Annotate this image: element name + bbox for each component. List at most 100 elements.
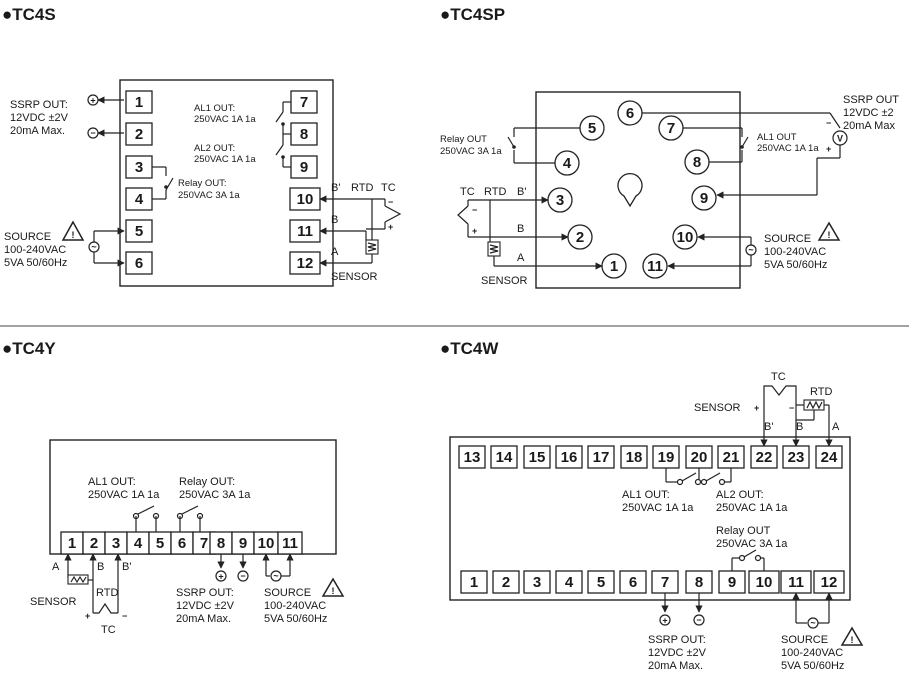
tc4w-terminal-box-6 [619,570,647,594]
tc4w-terminal-box-3 [523,570,551,594]
tc4w-terminal-23: 23 [788,449,805,466]
tc4sp-terminal-7: 7 [667,120,675,137]
tc4y-sensor-label: SENSOR [30,596,77,608]
tc4s-terminal-6: 6 [135,255,143,272]
tc4sp-relay-label: Relay OUT [440,134,487,145]
tc4w-source-power: 5VA 50/60Hz [781,660,844,672]
tc4sp-source-power: 5VA 50/60Hz [764,259,827,271]
tc4y-terminal-9: 9 [239,535,247,552]
tc4w-title: ●TC4W [440,339,499,358]
tc4sp-ssrp-plus: + [826,144,831,154]
tc4s-terminal-box-2 [125,122,153,146]
tc4s-tc-label: TC [381,182,396,194]
tc4w-warning-icon [840,626,864,646]
tc4s-terminal-2: 2 [135,126,143,143]
tc4w-minus-icon [693,614,705,626]
tc4y-relay-rating: 250VAC 3A 1a [179,489,251,501]
tc4sp-pin-ring-9 [691,185,717,211]
tc4w-ssrp-label: SSRP OUT: [648,634,706,646]
tc4w-terminal-box-1 [460,570,488,594]
tc4y-warning-symbol: ! [332,586,335,596]
tc4sp-tc-minus: − [472,205,477,215]
tc4sp-rtd-icon [487,241,501,257]
tc4s-terminal-box-5 [125,219,153,243]
tc4s-relay-rating: 250VAC 3A 1a [178,190,240,201]
tc4s-terminal-5: 5 [135,223,143,240]
tc4s-ssrp-current: 20mA Max. [10,125,65,137]
tc4y-b-prime-label: B' [122,561,131,573]
tc4y-minus-symbol: − [240,571,245,581]
tc4w-terminal-9: 9 [728,574,736,591]
tc4sp-sensor-label: SENSOR [481,275,528,287]
tc4w-b-prime-label: B' [764,421,773,433]
tc4y-terminal-10: 10 [258,535,275,552]
tc4y-source-voltage: 100-240VAC [264,600,326,612]
tc4w-rtd-label: RTD [810,386,832,398]
tc4sp-pin-ring-11 [642,253,668,279]
tc4y-terminal-8: 8 [217,535,225,552]
tc4w-terminal-box-18 [620,445,648,469]
tc4w-terminal-19: 19 [658,449,675,466]
tc4y-terminal-7: 7 [200,535,208,552]
tc4w-ssrp-voltage: 12VDC ±2V [648,647,707,659]
tc4w-plus-symbol: + [662,616,667,626]
tc4y-a-label: A [52,561,60,573]
tc4sp-ac-symbol: ~ [748,245,753,255]
tc4w-al2-label: AL2 OUT: [716,489,764,501]
tc4w-terminal-14: 14 [496,449,513,466]
tc4s-terminal-7: 7 [300,94,308,111]
tc4s-a-label: A [331,246,339,258]
tc4sp-a-label: A [517,252,525,264]
tc4w-section: ●TC4W 13 14 15 16 17 18 19 20 21 22 23 [440,339,864,672]
tc4w-terminal-16: 16 [561,449,578,466]
tc4w-terminal-box-15 [523,445,551,469]
tc4y-title: ●TC4Y [2,339,56,358]
tc4sp-ssrp-label: SSRP OUT [843,94,899,106]
tc4sp-warning-symbol: ! [828,230,831,240]
tc4y-terminal-2: 2 [90,535,98,552]
tc4sp-terminal-2: 2 [576,229,584,246]
tc4y-plus-symbol: + [218,572,223,582]
tc4sp-terminal-5: 5 [588,120,596,137]
tc4w-terminal-12: 12 [821,574,838,591]
tc4y-terminal-6: 6 [178,535,186,552]
tc4w-terminal-box-13 [458,445,486,469]
tc4sp-b-label: B [517,223,524,235]
tc4s-tc-minus: − [388,197,393,207]
tc4s-sensor-label: SENSOR [331,271,378,283]
tc4sp-terminal-4: 4 [563,155,572,172]
tc4w-source-voltage: 100-240VAC [781,647,843,659]
tc4w-tc-plus: + [754,403,759,413]
tc4sp-al1-label: AL1 OUT [757,132,797,143]
tc4w-terminal-24: 24 [821,449,838,466]
tc4y-warning-icon [321,577,345,597]
tc4sp-warning-icon [817,221,841,241]
tc4w-terminal-21: 21 [723,449,740,466]
tc4w-terminal-4: 4 [565,574,574,591]
tc4sp-tc-plus: + [472,226,477,236]
tc4w-relay-rating: 250VAC 3A 1a [716,538,788,550]
tc4s-terminal-9: 9 [300,159,308,176]
tc4sp-terminal-3: 3 [556,192,564,209]
tc4w-terminal-7: 7 [661,574,669,591]
tc4w-terminal-13: 13 [464,449,481,466]
tc4y-tc-minus: − [122,611,127,621]
tc4s-b-label: B [331,214,338,226]
tc4s-terminal-10: 10 [297,191,314,208]
tc4w-terminal-box-4 [555,570,583,594]
tc4w-a-label: A [832,421,840,433]
tc4s-terminal-3: 3 [135,159,143,176]
tc4s-plus-symbol: + [90,96,95,106]
tc4s-tc-plus: + [388,222,393,232]
tc4s-terminal-1: 1 [135,94,143,111]
tc4w-ac-symbol: ~ [810,618,815,628]
tc4y-ac-symbol: ~ [273,571,278,581]
tc4y-terminal-5: 5 [156,535,164,552]
tc4sp-rtd-label: RTD [484,186,506,198]
tc4s-source-voltage: 100-240VAC [4,244,66,256]
tc4w-terminal-box-14 [490,445,518,469]
tc4y-al1-rating: 250VAC 1A 1a [88,489,160,501]
tc4w-terminal-2: 2 [502,574,510,591]
tc4w-terminal-15: 15 [529,449,546,466]
